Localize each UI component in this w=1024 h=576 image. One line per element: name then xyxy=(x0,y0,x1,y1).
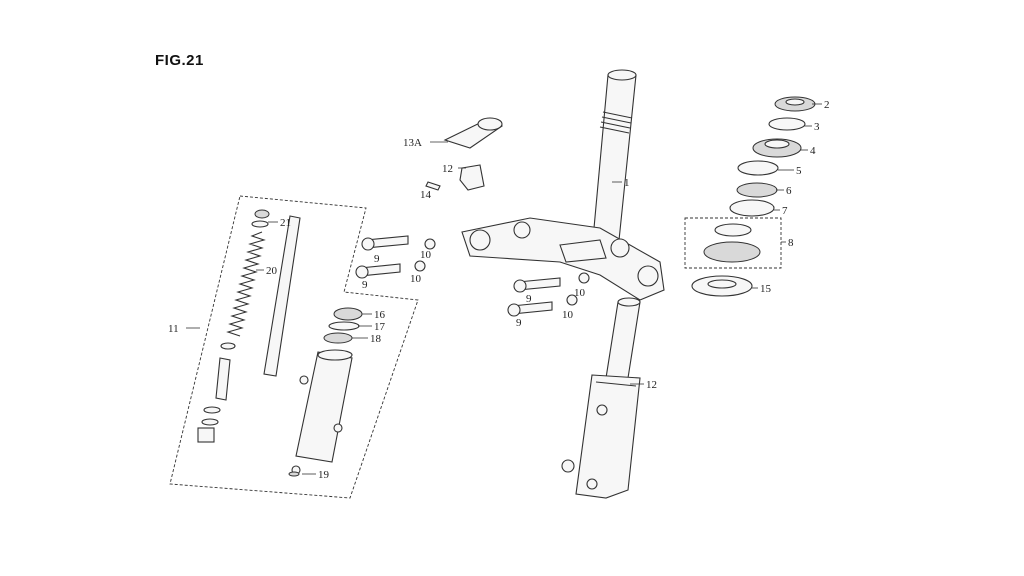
label-8: 8 xyxy=(788,237,794,249)
label-9c: 9 xyxy=(526,293,532,305)
fork-leg-left-assembly xyxy=(169,195,419,499)
bracket-parts xyxy=(425,117,503,191)
label-10b: 10 xyxy=(410,273,422,285)
label-21: 21 xyxy=(280,217,291,229)
label-12-bracket: 12 xyxy=(442,163,453,175)
label-9d: 9 xyxy=(516,317,522,329)
label-11: 11 xyxy=(168,323,179,335)
label-9a: 9 xyxy=(374,253,380,265)
label-16: 16 xyxy=(374,309,386,321)
fork-leg-right xyxy=(561,297,641,499)
label-12-right: 12 xyxy=(646,379,657,391)
leader-lines xyxy=(186,103,822,475)
label-13a: 13A xyxy=(403,137,422,149)
label-10d: 10 xyxy=(562,309,574,321)
bearing-stack xyxy=(684,96,816,297)
label-20: 20 xyxy=(266,265,278,277)
label-14: 14 xyxy=(420,189,432,201)
label-6: 6 xyxy=(786,185,792,197)
bolts-and-nuts xyxy=(355,235,590,317)
label-5: 5 xyxy=(796,165,802,177)
label-10a: 10 xyxy=(420,249,432,261)
label-3: 3 xyxy=(814,121,820,133)
label-15: 15 xyxy=(760,283,772,295)
part-labels: 1 2 3 4 5 6 7 8 15 12 13A 12 14 9 9 9 9 … xyxy=(168,99,830,481)
label-18: 18 xyxy=(370,333,382,345)
label-19: 19 xyxy=(318,469,330,481)
steering-stem xyxy=(461,69,665,301)
label-9b: 9 xyxy=(362,279,368,291)
label-7: 7 xyxy=(782,205,788,217)
label-10c: 10 xyxy=(574,287,586,299)
figure-title: FIG.21 xyxy=(155,52,204,69)
label-4: 4 xyxy=(810,145,816,157)
label-17: 17 xyxy=(374,321,386,333)
label-2: 2 xyxy=(824,99,830,111)
label-1: 1 xyxy=(624,177,630,189)
